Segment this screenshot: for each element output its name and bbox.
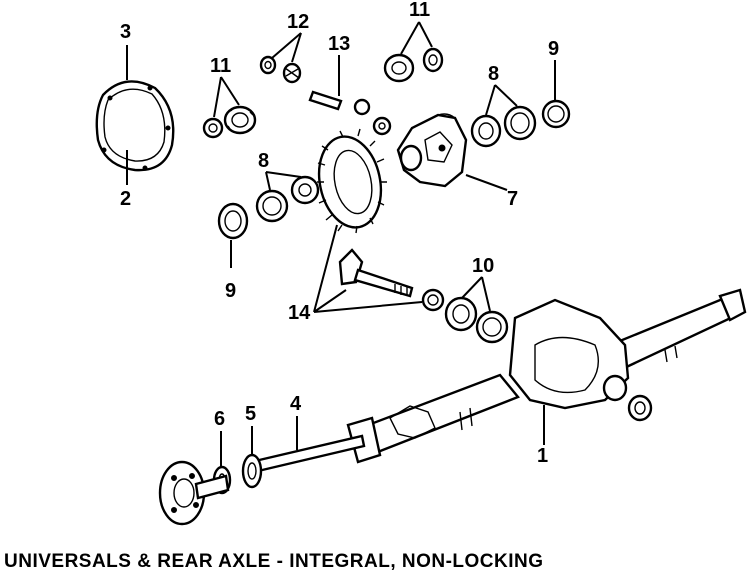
callout-11-left: 11 xyxy=(210,55,231,77)
seal-upper xyxy=(541,99,571,129)
differential-case xyxy=(396,113,468,188)
callout-6: 6 xyxy=(214,408,225,430)
carrier-bearing-right xyxy=(470,105,537,148)
seal-lower xyxy=(217,202,249,240)
axle-flange xyxy=(158,460,230,526)
callout-8-lower: 8 xyxy=(258,150,269,172)
callout-11-right: 11 xyxy=(409,0,430,21)
callout-1: 1 xyxy=(537,445,548,467)
callout-7: 7 xyxy=(507,188,518,210)
pinion-shaft xyxy=(308,90,392,136)
callout-5: 5 xyxy=(245,403,256,425)
leader-lines xyxy=(126,21,556,467)
callout-13: 13 xyxy=(328,33,350,55)
callout-14: 14 xyxy=(288,302,311,324)
exploded-axle-diagram: 3 2 12 13 11 11 9 8 8 7 9 10 14 4 5 6 1 xyxy=(95,0,747,526)
callout-8-upper: 8 xyxy=(488,63,499,85)
callout-4: 4 xyxy=(290,393,302,415)
callout-2: 2 xyxy=(120,188,131,210)
axle-housing xyxy=(346,288,747,464)
carrier-bearing-left xyxy=(255,175,320,223)
side-gear-left xyxy=(202,105,257,139)
ring-gear xyxy=(317,128,387,234)
diagram-caption: UNIVERSALS & REAR AXLE - INTEGRAL, NON-L… xyxy=(4,551,544,572)
differential-cover xyxy=(95,80,175,172)
pinion-gear xyxy=(338,248,445,312)
axle-bearing xyxy=(241,453,263,489)
callout-labels: 3 2 12 13 11 11 9 8 8 7 9 10 14 4 5 6 1 xyxy=(120,0,559,467)
pinion-bearings xyxy=(444,296,509,344)
axle-shaft xyxy=(253,434,366,473)
callout-3: 3 xyxy=(120,21,131,43)
callout-9-upper: 9 xyxy=(548,38,559,60)
callout-10: 10 xyxy=(472,255,494,277)
callout-12: 12 xyxy=(287,11,309,33)
callout-9-lower: 9 xyxy=(225,280,236,302)
washer-12 xyxy=(259,55,302,84)
side-gear-right xyxy=(383,47,444,83)
